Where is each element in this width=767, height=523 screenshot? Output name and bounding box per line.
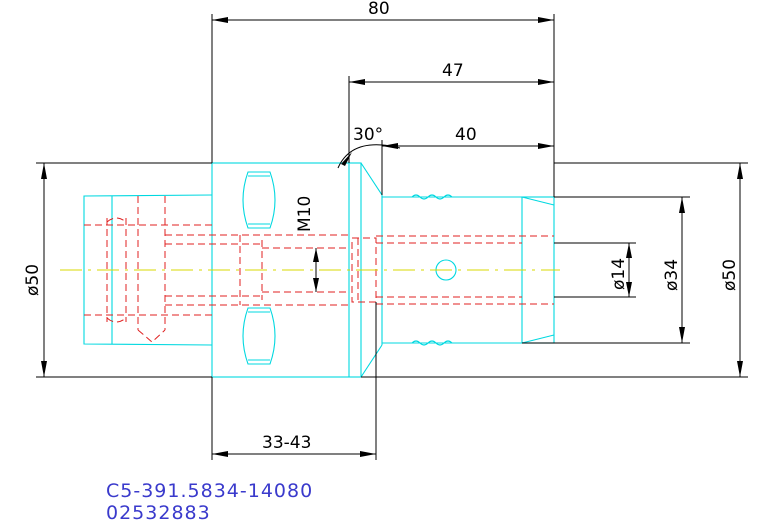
part-number: 02532883 (106, 502, 211, 523)
dim-47: 47 (442, 61, 464, 81)
dimensions (36, 14, 748, 460)
dim-dia50-right: ø50 (720, 259, 740, 291)
shank-outline (83, 194, 213, 346)
dim-80: 80 (368, 0, 390, 19)
hidden-lines (84, 196, 554, 343)
dim-33-43: 33-43 (262, 433, 311, 453)
dim-m10: M10 (295, 196, 315, 232)
dim-dia34: ø34 (662, 259, 682, 291)
dim-angle-30: 30° (353, 125, 383, 145)
dim-dia14: ø14 (609, 258, 629, 290)
part-code: C5-391.5834-14080 (106, 480, 313, 502)
drive-slot-bottom (242, 307, 276, 365)
dim-dia50-left: ø50 (23, 264, 43, 296)
dim-40: 40 (455, 125, 477, 145)
drive-slot-top (242, 171, 276, 229)
